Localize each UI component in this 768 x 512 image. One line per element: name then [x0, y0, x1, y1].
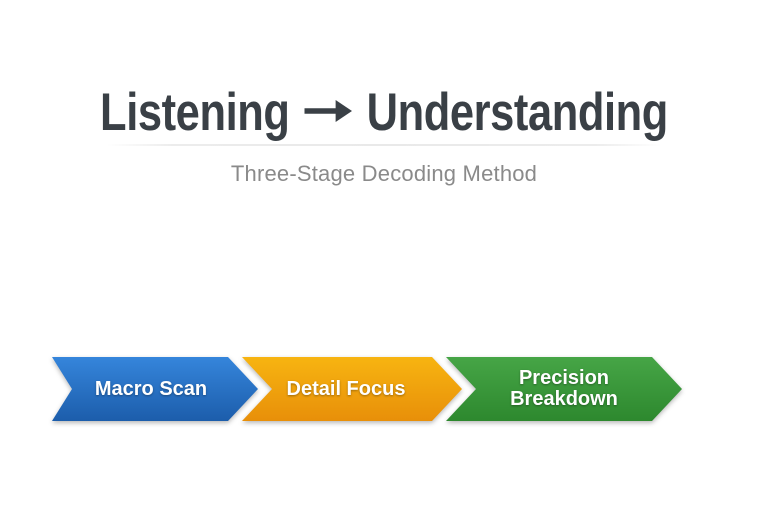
title-word-listening: Listening [100, 82, 290, 142]
chevron-precision-breakdown [446, 357, 682, 421]
process-chevrons [52, 357, 682, 421]
right-arrow-icon [304, 100, 352, 122]
chevron-macro-scan [52, 357, 258, 421]
stage-label-precision-breakdown: Precision Breakdown [510, 367, 618, 410]
chevron-detail-focus [242, 357, 462, 421]
stage-label-detail-focus: Detail Focus [286, 377, 406, 400]
title-divider [106, 144, 662, 146]
slide-subtitle: Three-Stage Decoding Method [230, 161, 538, 186]
title-word-understanding: Understanding [366, 82, 669, 142]
slide-title: Listening Understanding [69, 84, 699, 140]
process-bar: Macro Scan Detail Focus Precision Breakd… [52, 357, 682, 421]
stage-label-macro-scan: Macro Scan [94, 377, 208, 400]
